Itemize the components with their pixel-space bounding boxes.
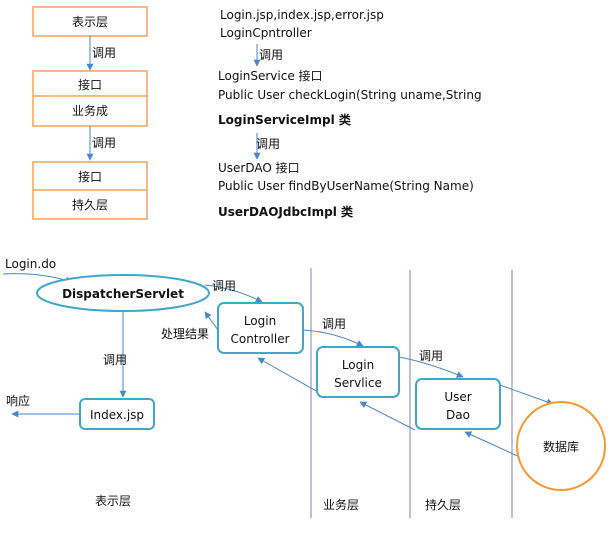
lane-label-presentation: 表示层 bbox=[95, 494, 131, 508]
login-service-label-2: Servlice bbox=[334, 376, 382, 390]
note-jsp-files: Login.jsp,index.jsp,error.jsp bbox=[220, 8, 384, 22]
note-service-impl: LoginServiceImpl 类 bbox=[218, 112, 352, 127]
call-service-arrow bbox=[302, 329, 364, 347]
persistence-interface-label: 接口 bbox=[78, 169, 102, 184]
process-result-label: 处理结果 bbox=[161, 327, 209, 341]
response-label: 响应 bbox=[6, 393, 30, 408]
lane-label-persistence: 持久层 bbox=[425, 497, 461, 512]
user-dao-label-1: User bbox=[444, 390, 471, 404]
call-controller-arrow bbox=[204, 284, 263, 303]
call-index-label: 调用 bbox=[103, 353, 127, 367]
lane-separators bbox=[310, 268, 513, 518]
dao-to-db-arrow bbox=[499, 384, 554, 406]
business-layer-label: 业务成 bbox=[72, 103, 108, 118]
persistence-layer-label: 持久层 bbox=[72, 197, 108, 212]
call-controller-label: 调用 bbox=[212, 279, 236, 293]
user-dao-label-2: Dao bbox=[446, 408, 470, 422]
dao-return-arrow bbox=[359, 401, 416, 431]
note-user-dao: UserDAO 接口 bbox=[218, 160, 300, 175]
login-controller-label-1: Login bbox=[244, 314, 276, 328]
login-service-node bbox=[316, 346, 400, 398]
lane-labels: 表示层 业务层 持久层 bbox=[95, 494, 461, 512]
request-label: Login.do bbox=[5, 257, 56, 271]
index-jsp-label: Index.jsp bbox=[90, 408, 144, 422]
business-layer-box bbox=[32, 70, 148, 127]
note-controller: LoginCpntroller bbox=[220, 26, 312, 40]
business-interface-label: 接口 bbox=[78, 77, 102, 92]
layer-stack: 表示层 调用 接口 业务成 调用 接口 持久层 bbox=[32, 6, 148, 220]
stack-call-label-2: 调用 bbox=[92, 136, 116, 150]
call-dao-arrow bbox=[398, 356, 464, 378]
note-check-login: Public User checkLogin(String uname,Stri… bbox=[218, 88, 482, 102]
note-call-label-b: 调用 bbox=[256, 137, 280, 151]
login-controller-node bbox=[217, 302, 304, 354]
dispatcher-servlet-label: DispatcherServlet bbox=[62, 287, 184, 301]
process-result-arrow bbox=[204, 311, 219, 331]
request-flow: Login.do DispatcherServlet 调用 Login Cont… bbox=[2, 257, 606, 491]
note-call-label-a: 调用 bbox=[259, 48, 283, 62]
lane-label-business: 业务层 bbox=[323, 497, 359, 512]
login-controller-label-2: Controller bbox=[230, 332, 289, 346]
call-dao-label: 调用 bbox=[419, 349, 443, 363]
service-return-arrow bbox=[257, 357, 319, 393]
note-dao-impl: UserDAOJdbcImpl 类 bbox=[218, 204, 354, 219]
database-node bbox=[516, 401, 606, 491]
call-service-label: 调用 bbox=[322, 317, 346, 331]
stack-call-label-1: 调用 bbox=[92, 46, 116, 60]
login-service-label-1: Login bbox=[342, 358, 374, 372]
database-label: 数据库 bbox=[543, 439, 579, 454]
db-return-arrow bbox=[464, 431, 523, 459]
code-notes: Login.jsp,index.jsp,error.jsp LoginCpntr… bbox=[218, 8, 482, 219]
user-dao-node bbox=[415, 378, 501, 430]
note-find-by-name: Public User findByUserName(String Name) bbox=[218, 179, 474, 193]
presentation-layer-box bbox=[32, 6, 148, 37]
note-login-service: LoginService 接口 bbox=[218, 68, 323, 83]
presentation-layer-label: 表示层 bbox=[72, 15, 108, 29]
